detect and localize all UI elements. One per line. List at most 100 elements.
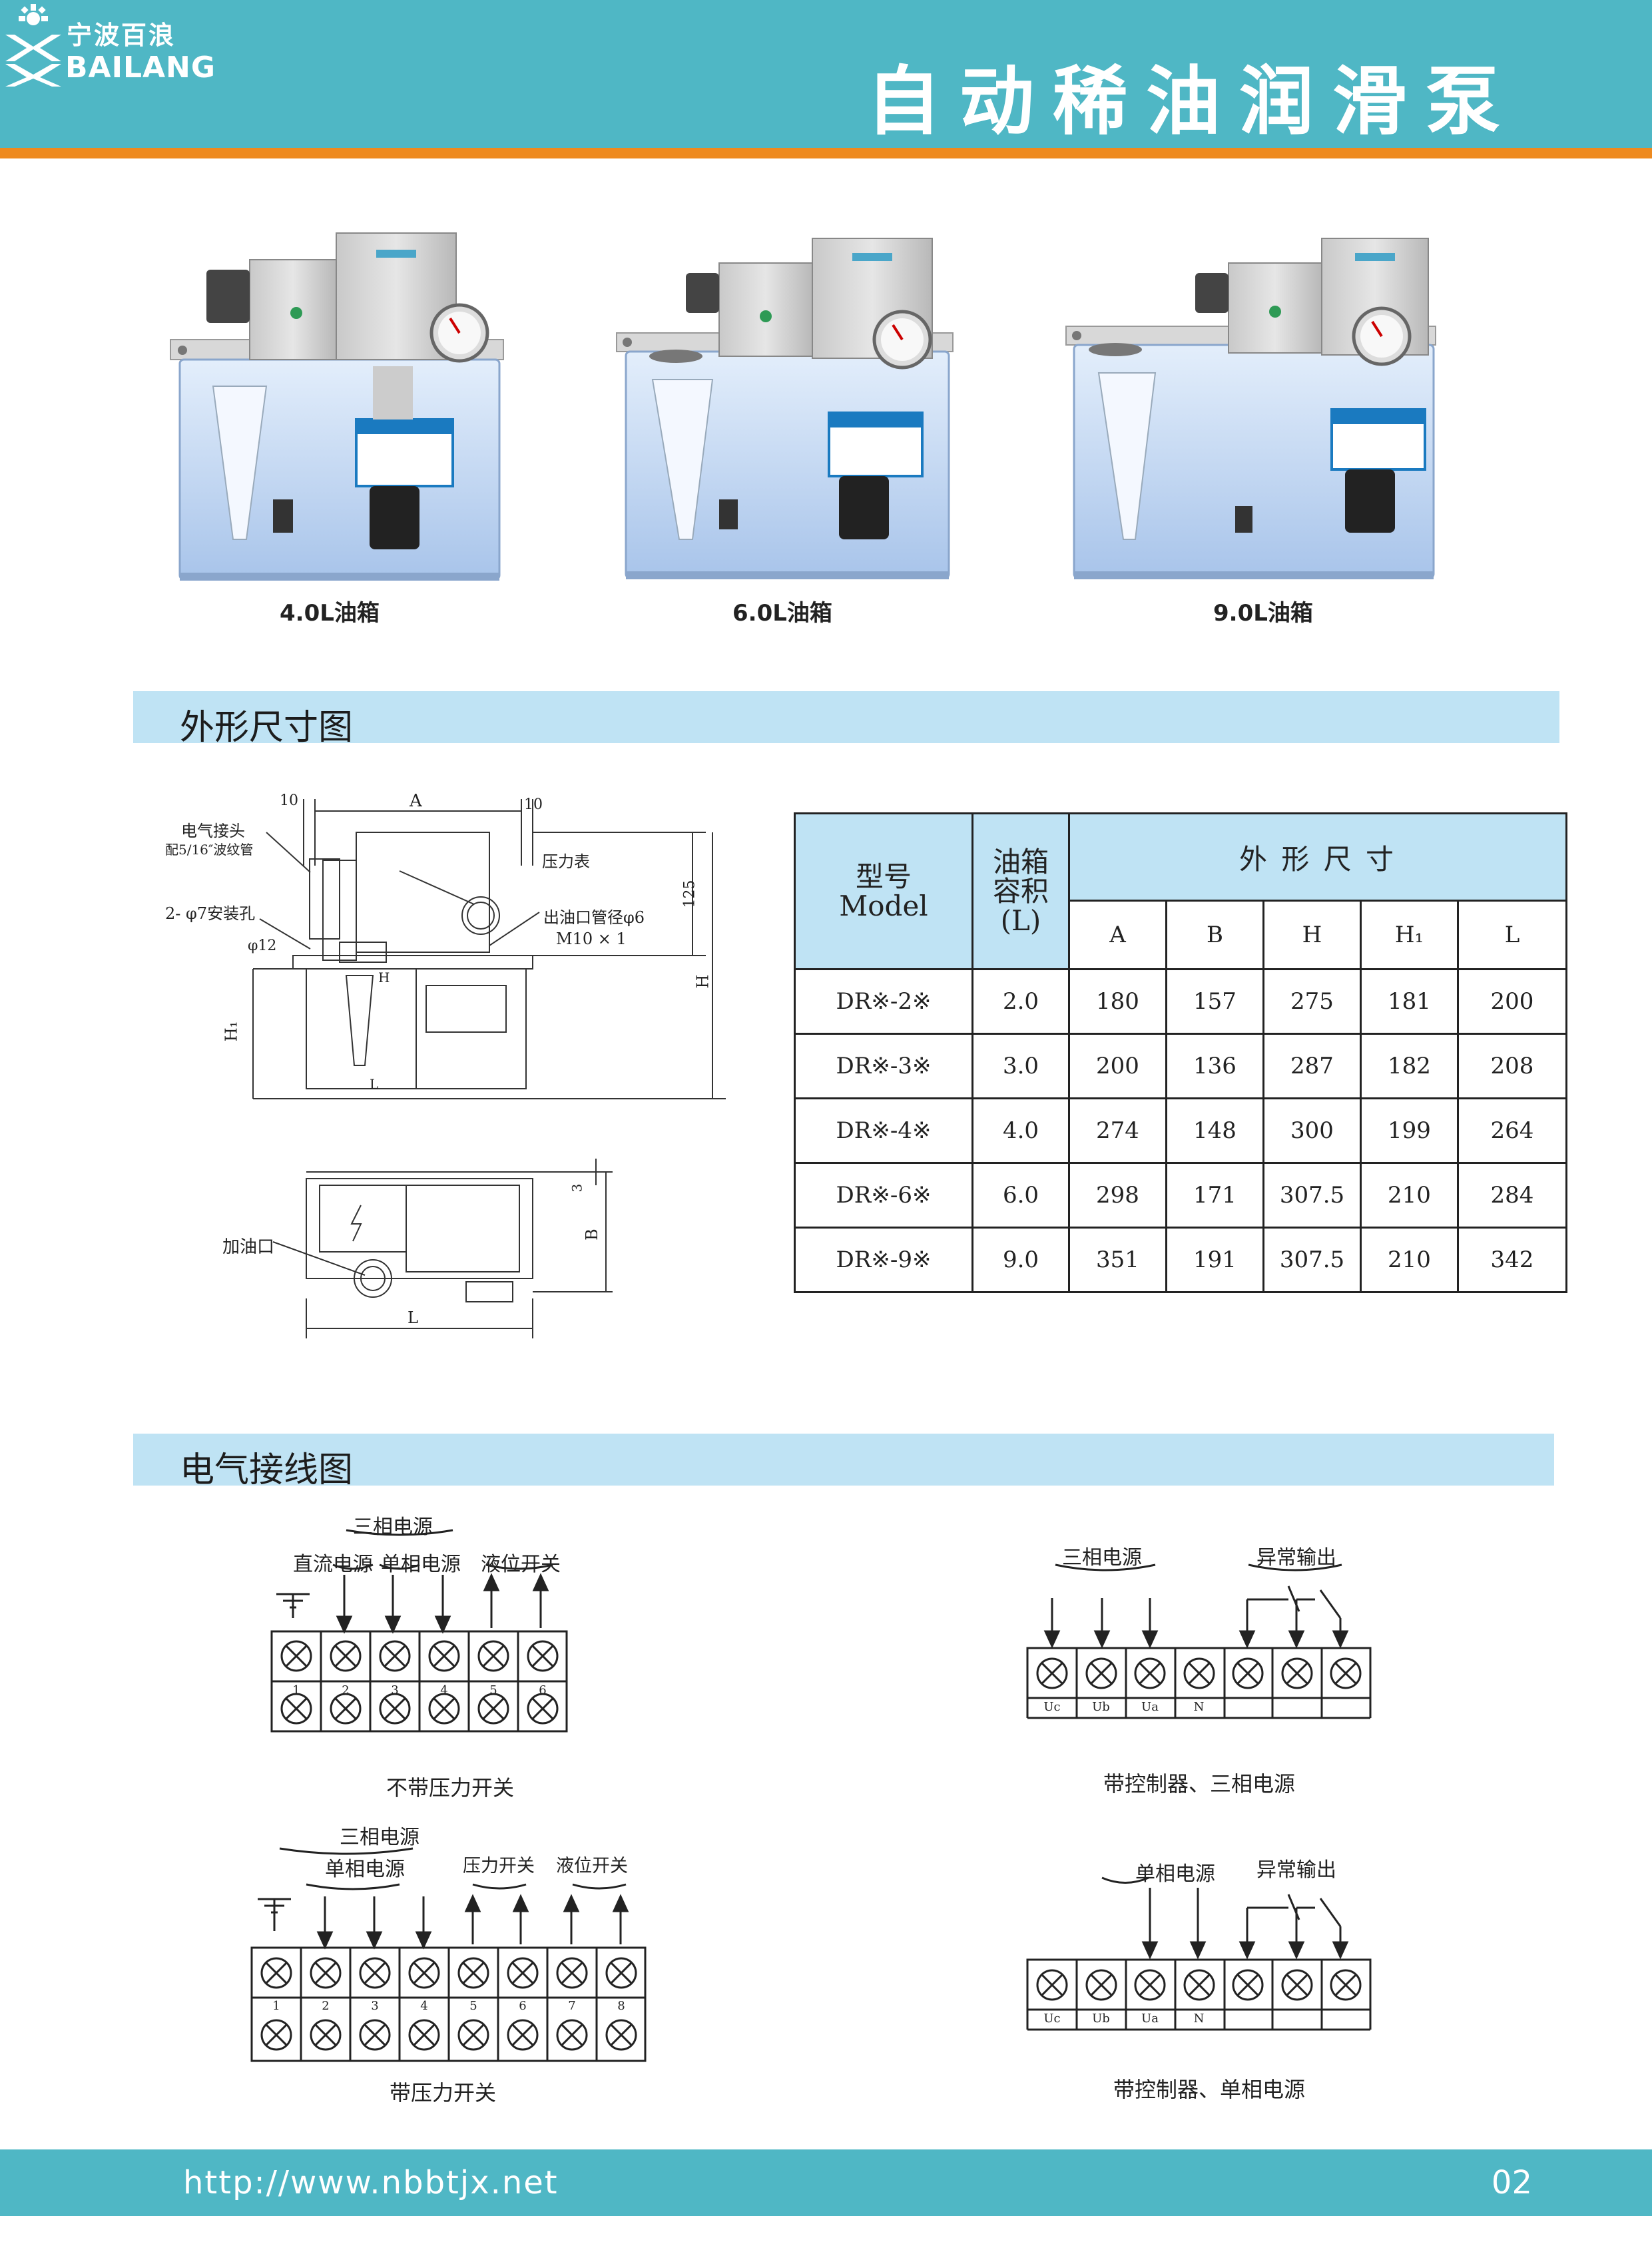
terminal-screw-icon — [605, 1957, 637, 1989]
cell-A: 200 — [1068, 1033, 1167, 1099]
terminal-screw-icon — [379, 1640, 411, 1672]
table-header-capacity-line1: 油箱 — [992, 845, 1049, 878]
table-header-capacity: 油箱 容积 (L) — [971, 812, 1070, 970]
terminal-screw-icon — [556, 2019, 588, 2051]
label-outlet: 出油口管径φ6 — [543, 908, 645, 927]
terminal-screw-icon — [1232, 1657, 1264, 1689]
cell-H1: 181 — [1360, 968, 1459, 1035]
terminal-screw-icon — [1183, 1657, 1215, 1689]
terminal-number: 6 — [519, 1999, 527, 2013]
logo-chinese-text: 宁波百浪 — [67, 21, 176, 50]
label-phi12: φ12 — [248, 938, 277, 954]
terminal-screw-icon — [1134, 1969, 1166, 2001]
w2-pressure-switch-label: 压力开关 — [463, 1856, 535, 1876]
cell-A: 298 — [1068, 1162, 1167, 1229]
cell-B: 136 — [1165, 1033, 1264, 1099]
terminal-label: Ua — [1141, 2012, 1159, 2026]
w2-caption: 带压力开关 — [390, 2080, 497, 2105]
cell-H: 275 — [1262, 968, 1362, 1035]
logo-english-text: BAILANG — [65, 51, 216, 85]
cell-H: 287 — [1262, 1033, 1362, 1099]
dim-H: H — [693, 974, 712, 989]
terminal-screw-icon — [477, 1693, 509, 1725]
table-header-L: L — [1457, 900, 1567, 970]
w4-abnormal-output-label: 异常输出 — [1256, 1858, 1336, 1882]
company-logo: 宁波百浪 BAILANG — [0, 0, 220, 87]
terminal-screw-icon — [1134, 1657, 1166, 1689]
cell-model: DR※-9※ — [794, 1227, 973, 1293]
cell-B: 171 — [1165, 1162, 1264, 1229]
footer-website-link[interactable]: http://www.nbbtjx.net — [183, 2164, 559, 2201]
table-header-model-en: Model — [839, 889, 928, 922]
cell-H1: 210 — [1360, 1162, 1459, 1229]
terminal-screw-icon — [556, 1957, 588, 1989]
w2-level-switch-label: 液位开关 — [556, 1856, 628, 1876]
dim-L: L — [408, 1308, 418, 1327]
cell-H: 307.5 — [1262, 1227, 1362, 1293]
label-conduit: 配5/16″波纹管 — [165, 842, 254, 858]
w3-abnormal-output-label: 异常输出 — [1256, 1546, 1336, 1569]
cell-L: 208 — [1457, 1033, 1567, 1099]
w4-single-phase-label: 单相电源 — [1135, 1862, 1215, 1886]
terminal-screw-icon — [310, 1957, 342, 1989]
cell-H1: 182 — [1360, 1033, 1459, 1099]
cell-B: 157 — [1165, 968, 1264, 1035]
cell-capacity: 6.0 — [971, 1162, 1070, 1229]
spec-table: 型号 Model 油箱 容积 (L) 外 形 尺 寸 A B H H₁ L DR… — [794, 812, 1567, 1293]
terminal-screw-icon — [379, 1693, 411, 1725]
page-header: 宁波百浪 BAILANG 自动稀油润滑泵 — [0, 0, 1652, 148]
terminal-number: 2 — [342, 1683, 350, 1697]
table-header-A: A — [1068, 900, 1167, 970]
terminal-screw-icon — [605, 2019, 637, 2051]
terminal-screw-icon — [408, 2019, 440, 2051]
table-header-capacity-line3: (L) — [1000, 904, 1041, 937]
cell-L: 264 — [1457, 1097, 1567, 1164]
product-caption-9l: 9.0L油箱 — [1213, 600, 1313, 627]
cell-L: 200 — [1457, 968, 1567, 1035]
cell-model: DR※-4※ — [794, 1097, 973, 1164]
w1-single-phase-label: 单相电源 — [381, 1553, 461, 1576]
terminal-number: 7 — [568, 1999, 576, 2013]
w1-caption: 不带压力开关 — [386, 1775, 515, 1801]
cell-H1: 199 — [1360, 1097, 1459, 1164]
dim-A: A — [410, 791, 422, 811]
cell-L: 342 — [1457, 1227, 1567, 1293]
level-mark-H: H — [378, 970, 390, 985]
dim-H1: H₁ — [222, 1021, 241, 1042]
w3-three-phase-label: 三相电源 — [1062, 1546, 1142, 1569]
w4-caption: 带控制器、单相电源 — [1113, 2077, 1306, 2102]
terminal-number: 5 — [469, 1999, 477, 2013]
dim-3: 3 — [569, 1183, 585, 1193]
terminal-screw-icon — [330, 1640, 362, 1672]
product-photo-4l — [166, 220, 513, 586]
terminal-number: 6 — [539, 1683, 547, 1697]
cell-model: DR※-6※ — [794, 1162, 973, 1229]
dimension-drawing: 电气接头 配5/16″波纹管 2- φ7安装孔 φ12 压力表 出油口管径φ6 … — [153, 786, 766, 1338]
w1-level-switch-label: 液位开关 — [481, 1553, 561, 1576]
terminal-screw-icon — [359, 1957, 391, 1989]
cell-A: 274 — [1068, 1097, 1167, 1164]
product-photo-9l — [1062, 233, 1442, 586]
terminal-number: 1 — [272, 1999, 280, 2013]
terminal-screw-icon — [1330, 1969, 1362, 2001]
terminal-label: Ub — [1092, 1700, 1110, 1714]
terminal-screw-icon — [1232, 1969, 1264, 2001]
terminal-screw-icon — [1281, 1969, 1312, 2001]
terminal-label: Uc — [1043, 2012, 1061, 2026]
cell-H: 307.5 — [1262, 1162, 1362, 1229]
terminal-screw-icon — [1036, 1969, 1068, 2001]
w1-dc-label: 直流电源 — [293, 1553, 373, 1576]
cell-B: 148 — [1165, 1097, 1264, 1164]
cell-H: 300 — [1262, 1097, 1362, 1164]
dim-10-left: 10 — [280, 792, 298, 809]
table-row: DR※-9※ 9.0 351 191 307.5 210 342 — [794, 1227, 1567, 1293]
label-pressure-gauge: 压力表 — [542, 852, 590, 871]
terminal-label: N — [1193, 2012, 1205, 2026]
terminal-screw-icon — [1183, 1969, 1215, 2001]
page-title: 自动稀油润滑泵 — [866, 59, 1519, 145]
terminal-screw-icon — [527, 1640, 559, 1672]
product-caption-6l: 6.0L油箱 — [732, 600, 832, 627]
terminal-screw-icon — [260, 2019, 292, 2051]
terminal-screw-icon — [527, 1693, 559, 1725]
